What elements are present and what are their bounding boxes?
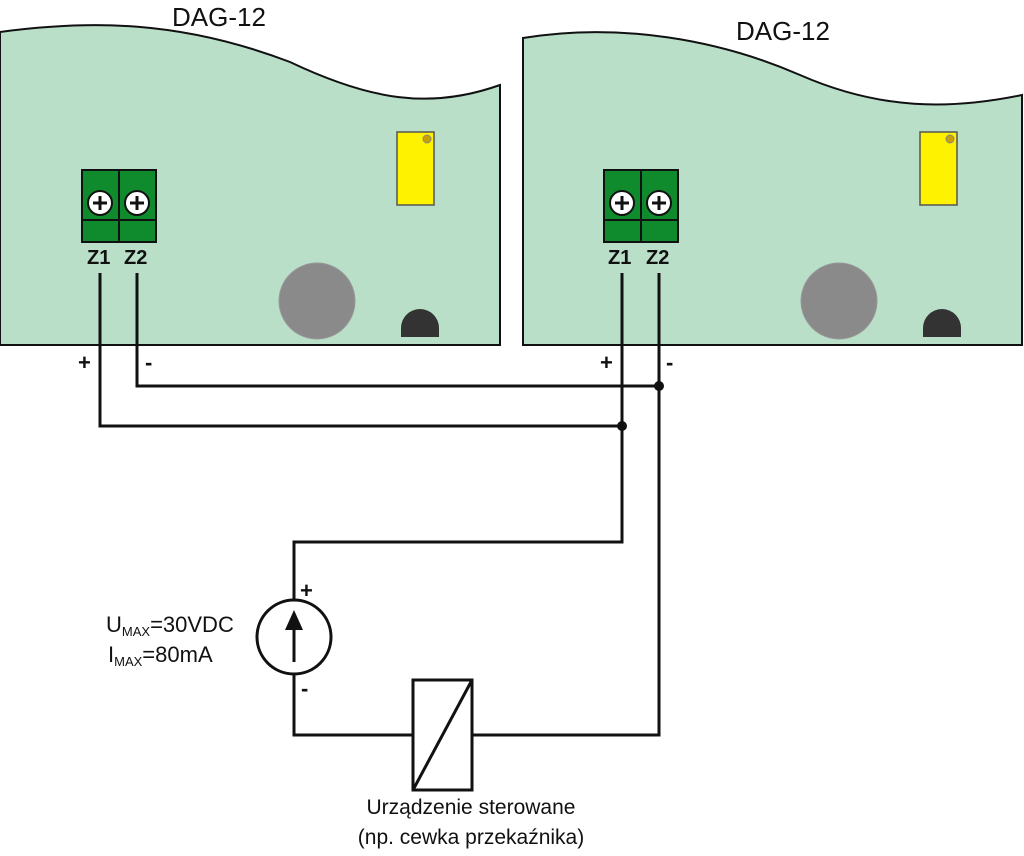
module-1-dark-component <box>401 309 439 337</box>
module-2-terminal-block <box>603 169 679 243</box>
load-caption-line1: Urządzenie sterowane <box>367 796 576 819</box>
wiring <box>98 273 664 737</box>
module-2-gray-circle <box>800 262 878 340</box>
module-1-gray-circle <box>278 262 356 340</box>
wire-module1-z1-to-positive-bus <box>98 273 622 428</box>
wire-module1-z2-to-negative-bus <box>135 273 659 388</box>
relay-coil-diagonal <box>411 679 474 791</box>
module-1-title: DAG-12 <box>172 2 266 32</box>
module-2-label-z2: Z2 <box>646 247 669 269</box>
module-1: DAG-12 Z1 Z2 + - <box>0 2 501 375</box>
module-2-board <box>522 31 1023 346</box>
module-2-yellow-component <box>919 131 958 206</box>
source-voltage-spec: UMAX=30VDC <box>106 612 234 639</box>
module-2-label-z1: Z1 <box>608 247 631 269</box>
module-1-minus-sign: - <box>145 350 152 375</box>
wire-source-minus-to-load <box>292 674 413 737</box>
module-2-screw-z1 <box>609 190 635 216</box>
module-1-board <box>0 24 501 346</box>
junction-dot-positive <box>617 421 627 431</box>
wire-module2-z1-to-source-plus <box>292 273 624 600</box>
module-2-dark-component <box>923 309 961 337</box>
module-2-minus-sign: - <box>666 350 673 375</box>
module-1-screw-z1 <box>87 190 113 216</box>
current-source: + - UMAX=30VDC IMAX=80mA <box>106 578 333 701</box>
module-2-plus-sign: + <box>600 350 613 375</box>
module-1-yellow-component <box>396 131 435 206</box>
source-current-spec: IMAX=80mA <box>108 642 213 669</box>
module-1-label-z1: Z1 <box>87 247 110 269</box>
source-plus-sign: + <box>300 578 313 603</box>
junction-dot-negative <box>654 381 664 391</box>
module-2-title: DAG-12 <box>736 16 830 46</box>
source-minus-sign: - <box>301 676 308 701</box>
load-caption-line2: (np. cewka przekaźnika) <box>358 826 584 849</box>
module-1-screw-z2 <box>124 190 150 216</box>
module-2-screw-z2 <box>646 190 672 216</box>
module-1-label-z2: Z2 <box>124 247 147 269</box>
source-arrow-icon <box>285 610 303 630</box>
load-relay-coil: Urządzenie sterowane (np. cewka przekaźn… <box>358 678 584 849</box>
module-1-plus-sign: + <box>78 350 91 375</box>
module-1-terminal-block <box>81 169 157 243</box>
wire-module2-z2-to-load <box>472 273 661 737</box>
module-2: DAG-12 Z1 Z2 + - <box>522 16 1023 375</box>
